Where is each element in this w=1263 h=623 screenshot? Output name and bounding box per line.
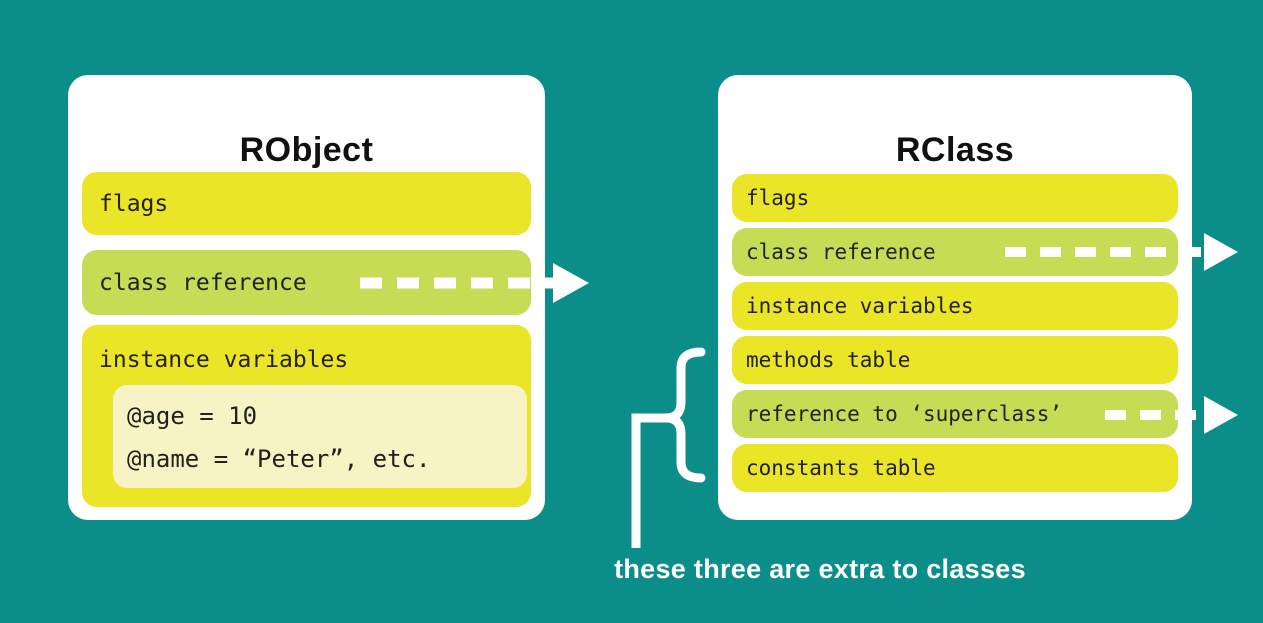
instance-variable-value: @age = 10 — [127, 402, 258, 430]
row-label: constants table — [746, 456, 936, 480]
rclass-row-reference-to-superclass: reference to ‘superclass’ — [732, 390, 1178, 438]
row-label: reference to ‘superclass’ — [746, 402, 1063, 426]
instance-variables-values-box: @age = 10 @name = “Peter”, etc. — [113, 385, 527, 488]
robject-row-flags: flags — [82, 172, 531, 235]
row-label: flags — [746, 186, 810, 210]
brace-connector-line — [631, 413, 666, 548]
robject-title: RObject — [239, 131, 374, 170]
row-label: class reference — [99, 269, 307, 296]
rclass-row-class-reference: class reference — [732, 228, 1178, 276]
row-label: methods table — [746, 348, 911, 372]
curly-brace-icon — [661, 347, 706, 483]
row-label: flags — [99, 190, 169, 217]
rclass-row-methods-table: methods table — [732, 336, 1178, 384]
row-label: instance variables — [746, 294, 974, 318]
rclass-row-instance-variables: instance variables — [732, 282, 1178, 330]
robject-row-class-reference: class reference — [82, 250, 531, 315]
robject-row-instance-variables: instance variables @age = 10 @name = “Pe… — [82, 325, 531, 507]
rclass-row-constants-table: constants table — [732, 444, 1178, 492]
row-label: instance variables — [99, 347, 349, 373]
robject-card: RObject flags class reference instance v… — [68, 75, 545, 520]
rclass-card: RClass flags class reference instance va… — [718, 75, 1192, 520]
rclass-title: RClass — [895, 131, 1015, 170]
row-label: class reference — [746, 240, 936, 264]
rclass-row-flags: flags — [732, 174, 1178, 222]
annotation-caption: these three are extra to classes — [614, 554, 1026, 584]
instance-variable-value: @name = “Peter”, etc. — [127, 445, 431, 473]
